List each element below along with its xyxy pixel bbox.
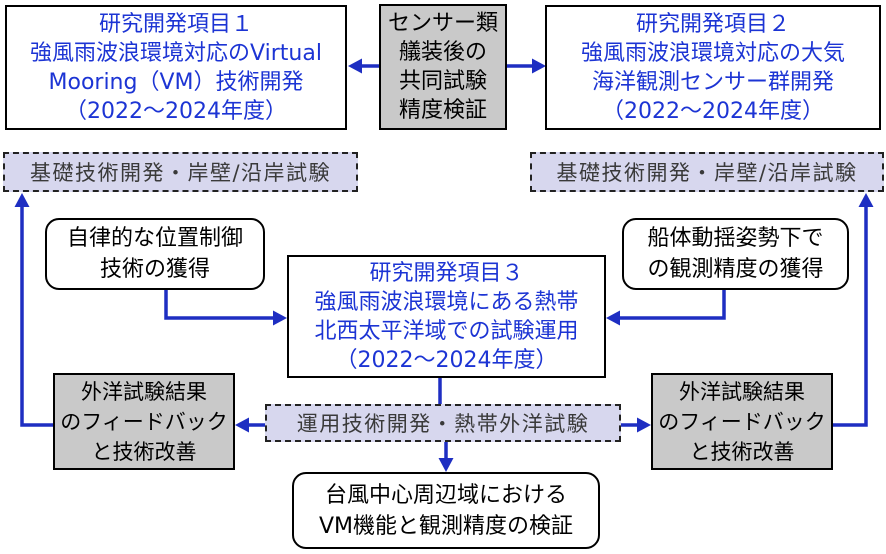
arrowhead-joint-to-item1 <box>348 58 362 74</box>
ops-dev-box: 運用技術開発・熱帯外洋試験 <box>265 404 621 442</box>
item2-title-line2: 海洋観測センサー群開発 <box>591 69 834 95</box>
arrowhead-ops-to-verification <box>438 458 454 472</box>
item1-box: 研究開発項目１ 強風雨波浪環境対応のVirtual Mooring（VM）技術開… <box>5 5 347 130</box>
outcome-right-line2: の観測精度の獲得 <box>647 257 824 282</box>
item1-title-line2: Mooring（VM）技術開発 <box>48 69 304 95</box>
item2-period: （2022～2024年度） <box>602 98 824 124</box>
arrow-outcome-left-to-item3 <box>164 290 275 320</box>
item3-heading: 研究開発項目３ <box>369 260 524 286</box>
outcome-left-line2: 技術の獲得 <box>99 257 210 282</box>
arrowhead-feedback-right-to-basic-right <box>858 193 874 207</box>
arrowhead-ops-to-feedback-left <box>235 417 249 433</box>
verification-line2: VM機能と観測精度の検証 <box>318 513 574 539</box>
item3-title-line2: 北西太平洋域での試験運用 <box>314 318 579 344</box>
outcome-left-box: 自律的な位置制御 技術の獲得 <box>45 218 265 290</box>
feedback-left-line2: のフィードバック <box>60 409 228 434</box>
item1-period: （2022～2024年度） <box>65 98 287 124</box>
item3-title-line1: 強風雨波浪環境にある熱帯 <box>314 289 579 315</box>
feedback-left-box: 外洋試験結果 のフィードバック と技術改善 <box>53 373 235 470</box>
outcome-right-line1: 船体動揺姿勢下で <box>647 226 824 251</box>
feedback-right-line3: と技術改善 <box>689 439 795 464</box>
feedback-right-line1: 外洋試験結果 <box>679 379 805 404</box>
arrowhead-ops-to-feedback-right <box>637 417 651 433</box>
feedback-right-box: 外洋試験結果 のフィードバック と技術改善 <box>651 373 833 470</box>
joint-test-line2: 艤装後の <box>398 40 487 65</box>
item2-heading: 研究開発項目２ <box>635 11 790 37</box>
joint-test-line3: 共同試験 <box>398 69 487 94</box>
arrow-feedback-right-to-basic-right <box>833 206 868 427</box>
item2-title-line1: 強風雨波浪環境対応の大気 <box>580 40 845 66</box>
arrow-feedback-left-to-basic-left <box>20 206 53 427</box>
arrow-outcome-right-to-item3 <box>618 290 726 320</box>
basic-dev-right-label: 基礎技術開発・岸壁/沿岸試験 <box>556 161 858 185</box>
feedback-right-line2: のフィードバック <box>658 409 826 434</box>
basic-dev-right-box: 基礎技術開発・岸壁/沿岸試験 <box>530 152 884 192</box>
arrowhead-joint-to-item2 <box>532 58 546 74</box>
basic-dev-left-label: 基礎技術開発・岸壁/沿岸試験 <box>29 161 332 185</box>
item1-title-line1: 強風雨波浪環境対応のVirtual <box>30 40 322 66</box>
arrowhead-feedback-left-to-basic-left <box>14 193 30 207</box>
verification-line1: 台風中心周辺域における <box>324 482 567 508</box>
item3-period: （2022～2024年度） <box>335 347 558 373</box>
ops-dev-label: 運用技術開発・熱帯外洋試験 <box>296 412 590 436</box>
outcome-right-box: 船体動揺姿勢下で の観測精度の獲得 <box>622 218 849 290</box>
feedback-left-line1: 外洋試験結果 <box>81 379 207 404</box>
item2-box: 研究開発項目２ 強風雨波浪環境対応の大気 海洋観測センサー群開発 （2022～2… <box>545 5 881 130</box>
outcome-left-line1: 自律的な位置制御 <box>66 226 243 251</box>
item1-heading: 研究開発項目１ <box>98 11 253 37</box>
basic-dev-left-box: 基礎技術開発・岸壁/沿岸試験 <box>3 152 358 192</box>
arrowhead-outcome-left-to-item3 <box>273 310 287 326</box>
joint-test-box: センサー類 艤装後の 共同試験 精度検証 <box>379 4 507 130</box>
joint-test-line1: センサー類 <box>387 11 498 36</box>
feedback-left-line3: と技術改善 <box>91 439 197 464</box>
joint-test-line4: 精度検証 <box>398 98 487 123</box>
item3-box: 研究開発項目３ 強風雨波浪環境にある熱帯 北西太平洋域での試験運用 （2022～… <box>287 255 606 378</box>
arrowhead-outcome-right-to-item3 <box>606 310 620 326</box>
verification-box: 台風中心周辺域における VM機能と観測精度の検証 <box>292 472 600 549</box>
